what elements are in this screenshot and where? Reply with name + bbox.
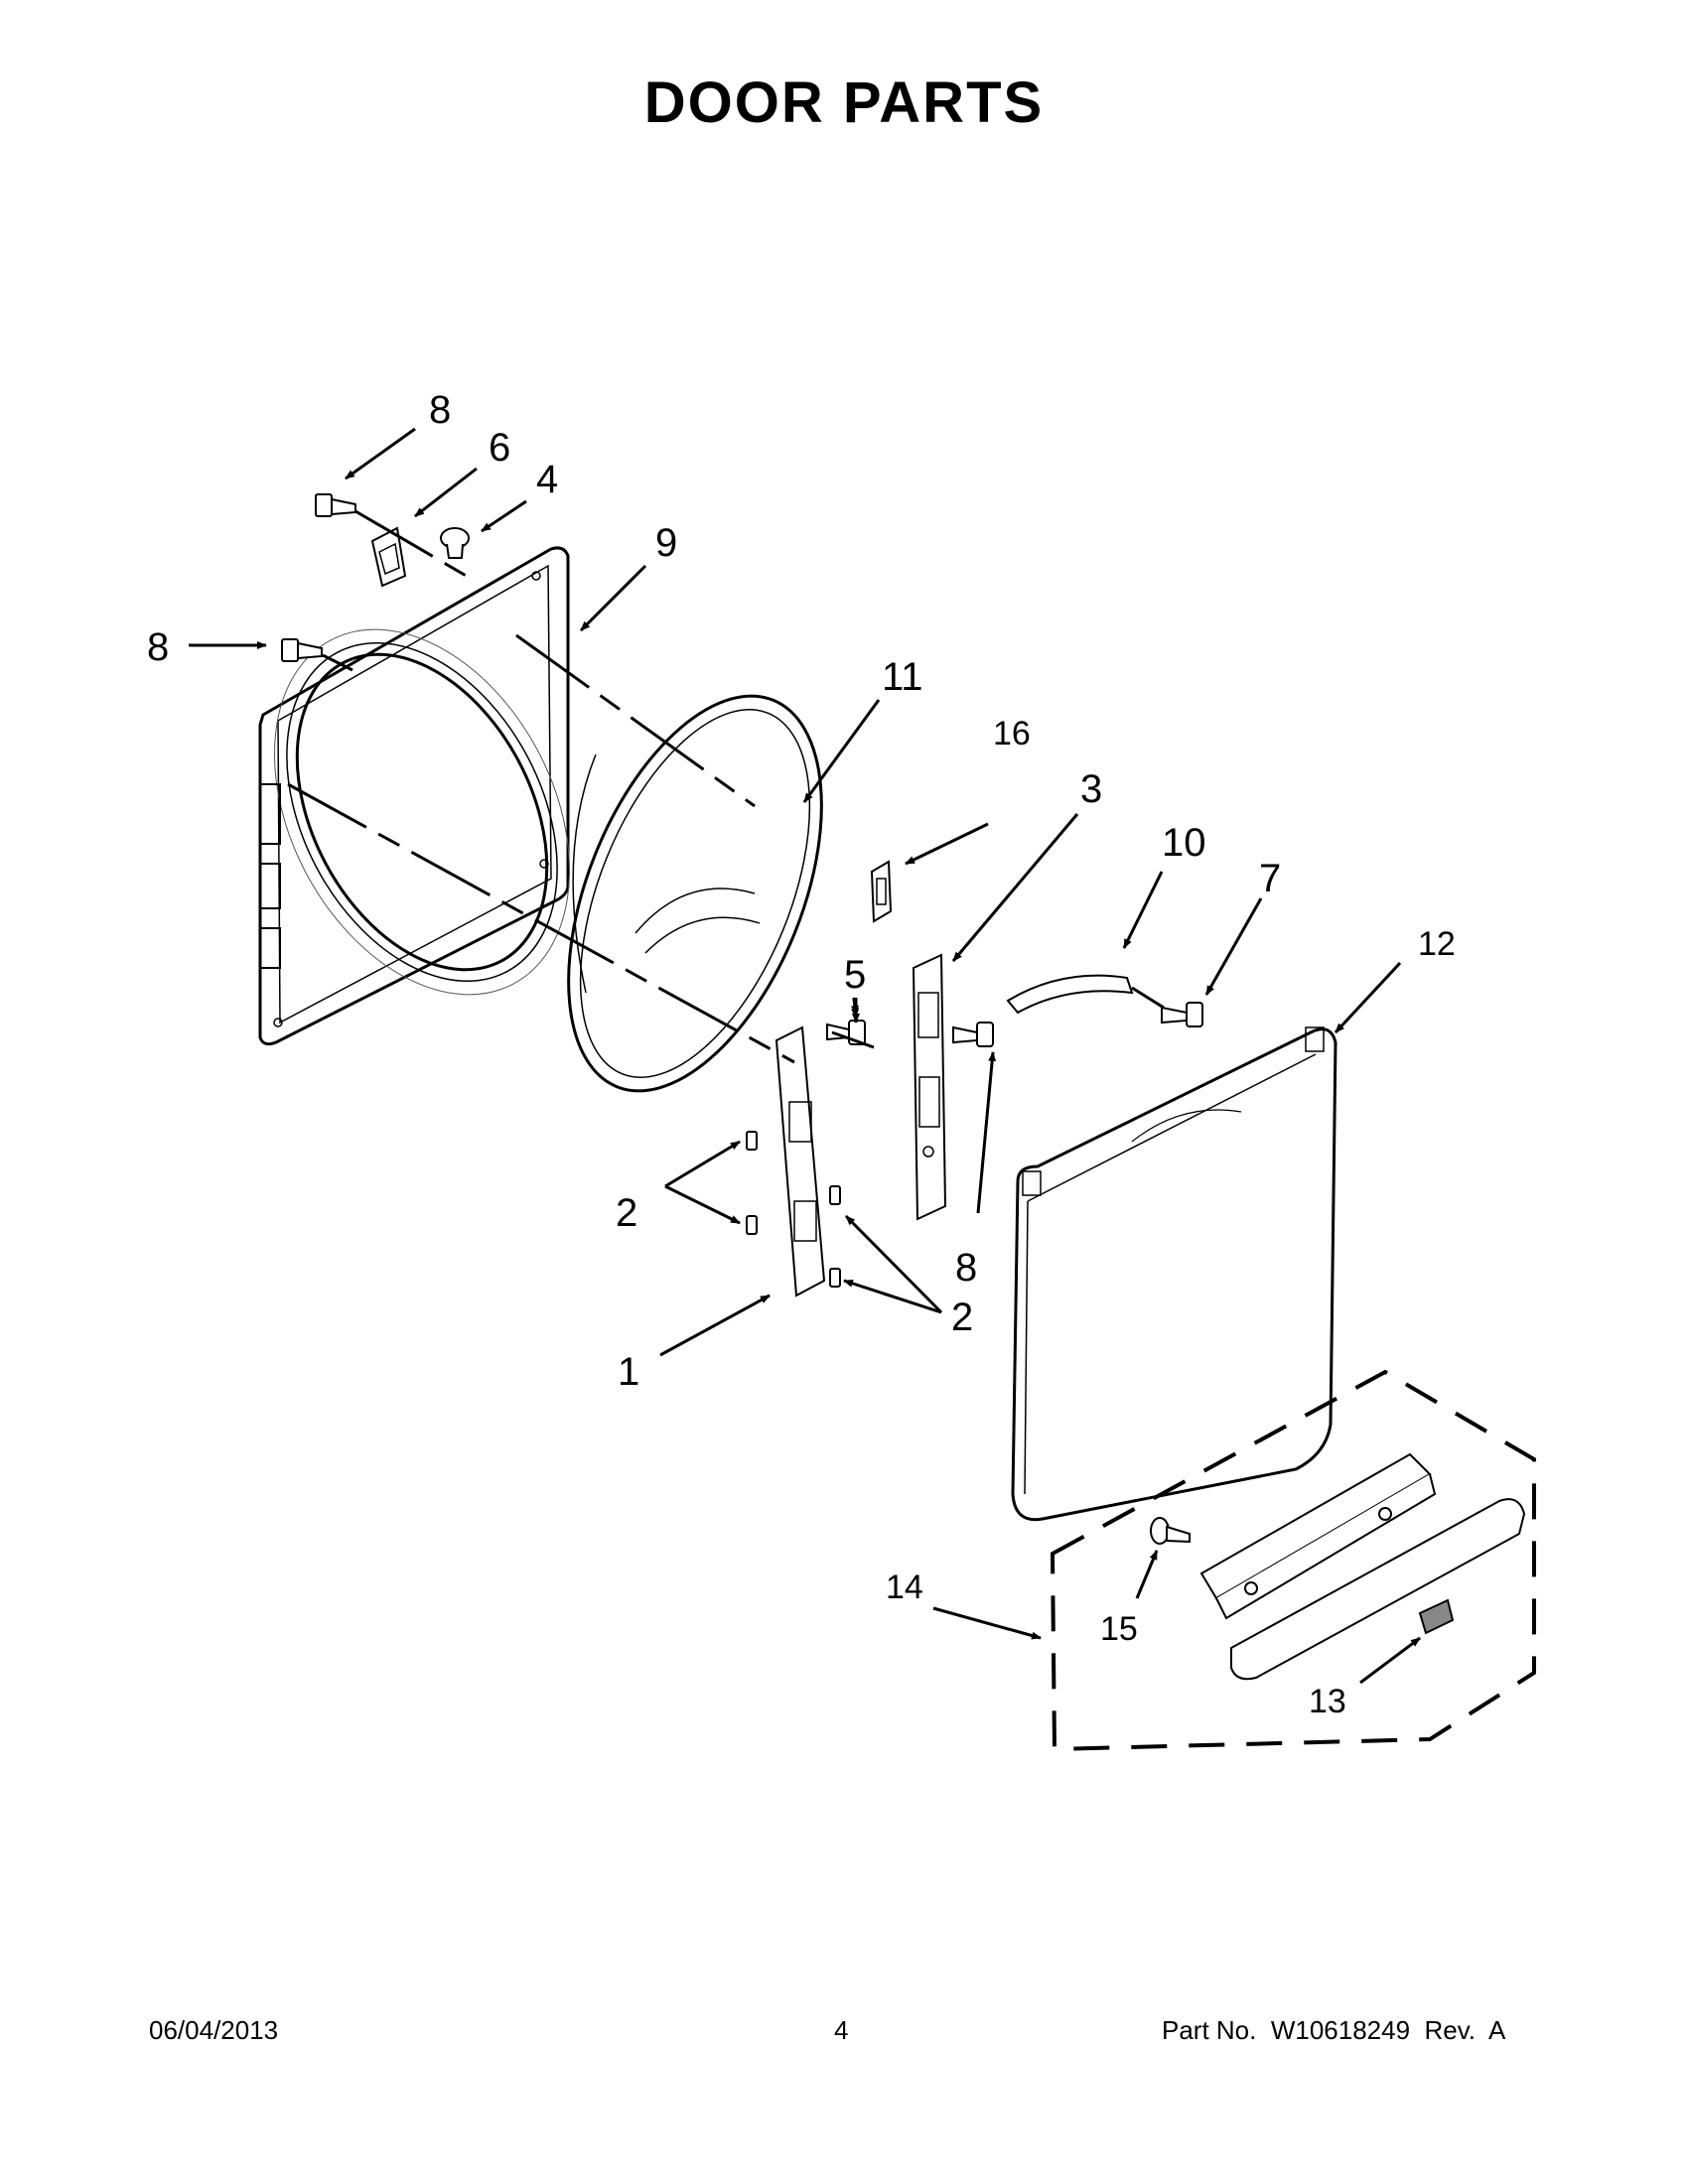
- handle-badge: [1418, 1598, 1455, 1635]
- leader-arrows: [189, 427, 1421, 1685]
- callout-5: 5: [844, 953, 866, 997]
- callout-1: 1: [618, 1350, 639, 1394]
- callout-3: 3: [1080, 767, 1102, 811]
- callout-14: 14: [886, 1569, 923, 1606]
- footer-date: 06/04/2013: [149, 2015, 279, 2045]
- screw-left: [281, 638, 323, 662]
- callout-12: 12: [1418, 925, 1456, 963]
- screw-top: [315, 493, 356, 517]
- callout-8-left: 8: [147, 625, 169, 669]
- callout-13: 13: [1309, 1683, 1346, 1720]
- callout-2-left: 2: [616, 1191, 637, 1235]
- door-glass-bowl: [567, 694, 823, 1093]
- callout-11: 11: [882, 655, 923, 699]
- callout-9: 9: [655, 521, 677, 565]
- door-bumper: [440, 527, 470, 559]
- front-panel-frame: [258, 546, 570, 1046]
- callout-4: 4: [536, 458, 558, 501]
- hinge-cover-arc: [1006, 974, 1134, 1015]
- door-latch-strike: [870, 860, 893, 923]
- callout-15: 15: [1100, 1610, 1138, 1648]
- screw-7: [1161, 1002, 1203, 1027]
- door-hinge-bracket-right: [912, 953, 947, 1221]
- callout-10: 10: [1162, 821, 1206, 865]
- handle-mount-bracket: [1199, 1452, 1437, 1620]
- page-title: DOOR PARTS: [643, 70, 1045, 135]
- alignment-lines: [287, 509, 1165, 1064]
- cabinet-hinge: [774, 1025, 826, 1297]
- footer-page-number: 4: [834, 2015, 849, 2045]
- handle-kit-boundary: [1050, 1369, 1536, 1752]
- hinge-screw-8: [952, 1022, 994, 1047]
- outer-door-panel: [1011, 1026, 1337, 1522]
- callout-8-top: 8: [429, 388, 451, 432]
- callout-2-right: 2: [951, 1296, 973, 1339]
- callout-6: 6: [489, 426, 510, 470]
- footer-part-number: Part No. W10618249 Rev. A: [1162, 2015, 1506, 2045]
- door-handle: [1230, 1498, 1526, 1681]
- callout-7: 7: [1259, 857, 1281, 900]
- hinge-bushings: [746, 1131, 841, 1288]
- handle-screw-15: [1150, 1517, 1191, 1545]
- callout-8-right: 8: [955, 1246, 977, 1290]
- callout-16: 16: [993, 715, 1031, 752]
